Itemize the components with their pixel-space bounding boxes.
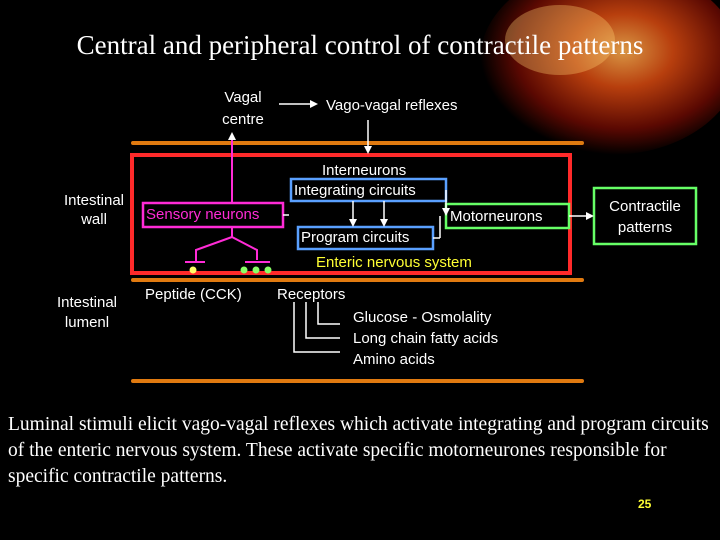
decorative-glow: [480, 0, 720, 155]
page-number: 25: [638, 497, 652, 511]
sensory-branches: [185, 227, 270, 263]
stimulus-fatty-acids: Long chain fatty acids: [353, 330, 499, 347]
vagal-centre-label: Vagal centre: [222, 89, 264, 128]
caption-text: Luminal stimuli elicit vago-vagal reflex…: [8, 414, 709, 487]
integrating-label: Integrating circuits: [294, 182, 416, 199]
vagal-centre-box: [207, 84, 279, 133]
program-circuits-label: Program circuits: [301, 229, 410, 246]
enteric-label: Enteric nervous system: [316, 254, 472, 271]
arrowhead: [442, 208, 450, 216]
interneurons-label: Interneurons: [322, 162, 407, 179]
stimulus-amino-acids: Amino acids: [353, 351, 435, 368]
sensory-neurons-label: Sensory neurons: [146, 206, 260, 223]
intestinal-lumen-label: Intestinal lumenl: [56, 294, 118, 331]
decorative-glow-inner: [505, 5, 615, 75]
dot-green: [240, 266, 248, 274]
slide-title: Central and peripheral control of contra…: [76, 30, 644, 60]
dot-yellow: [189, 266, 197, 274]
arrowhead: [380, 219, 388, 227]
arrowhead: [228, 132, 236, 140]
dot-green: [252, 266, 260, 274]
peptide-label: Peptide (CCK): [145, 286, 242, 303]
stimulus-glucose: Glucose - Osmolality: [353, 309, 492, 326]
receptors-label: Receptors: [277, 286, 346, 303]
arrowhead: [310, 100, 318, 108]
contractile-patterns-label: Contractile patterns: [609, 198, 681, 236]
motorneurons-label: Motorneurons: [450, 208, 543, 225]
dot-green: [264, 266, 272, 274]
vago-vagal-label: Vago-vagal reflexes: [326, 97, 458, 114]
arrowhead: [364, 146, 372, 154]
receptor-bracket-3: [293, 302, 340, 353]
arrowhead: [349, 219, 357, 227]
receptor-bracket-1: [317, 302, 340, 325]
receptor-bracket-2: [305, 302, 340, 339]
intestinal-wall-label: Intestinal wall: [63, 192, 125, 228]
arrowhead: [586, 212, 594, 220]
